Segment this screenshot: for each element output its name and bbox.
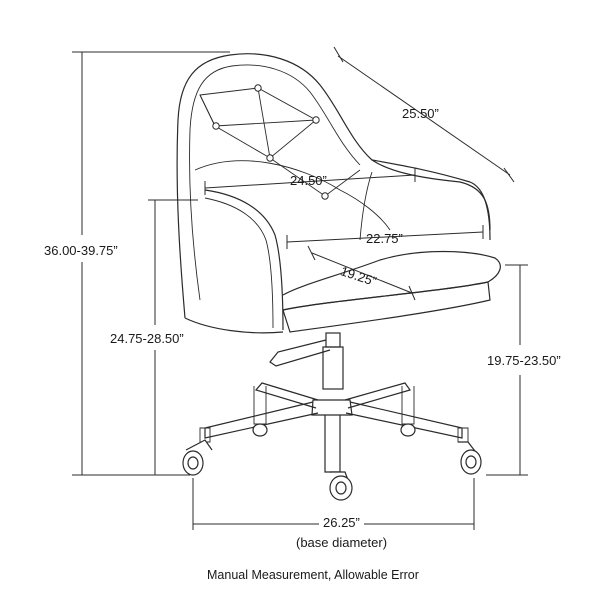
dim-seat-width <box>286 225 484 249</box>
dim-arm-height <box>148 199 198 475</box>
caster-back-right <box>400 423 416 437</box>
dim-outer-width <box>204 168 416 195</box>
right-arm-panel <box>371 159 491 241</box>
chair-back-shell <box>176 53 491 319</box>
seat-height-label: 19.75-23.50” <box>487 353 561 368</box>
right-arm-front <box>359 171 373 241</box>
tuft-button <box>266 154 274 162</box>
base-hub <box>311 399 353 416</box>
tuft-button <box>212 122 220 130</box>
overall-height-label: 36.00-39.75” <box>44 243 118 258</box>
tuft-button <box>312 116 320 124</box>
gas-cylinder <box>322 346 344 390</box>
caster-front <box>329 471 353 501</box>
measurement-footnote: Manual Measurement, Allowable Error <box>207 568 419 582</box>
gas-cylinder-cover <box>325 332 341 348</box>
base-diameter-label: 26.25” <box>319 516 364 529</box>
caster-back-left <box>252 423 268 437</box>
base-diameter-caption: (base diameter) <box>296 535 388 550</box>
dim-overall-height <box>72 51 230 476</box>
left-arm-inner <box>204 197 274 329</box>
dim-seat-depth <box>307 245 416 301</box>
seat-top <box>282 250 501 311</box>
tuft-button <box>321 192 329 200</box>
arm-height-label: 24.75-28.50” <box>110 331 184 346</box>
back-cushion-edge <box>194 160 391 231</box>
dim-seat-height <box>486 264 528 476</box>
tufting-buttons <box>212 84 329 200</box>
dim-overall-depth <box>333 46 515 183</box>
caster-right <box>458 441 482 475</box>
star-base <box>199 382 469 473</box>
base-leg-back-right <box>344 382 411 409</box>
chair-bottom <box>184 317 284 334</box>
left-arm-panel <box>204 189 284 331</box>
caster-left <box>182 439 213 476</box>
outer-width-label: 24.50” <box>290 173 327 188</box>
seat-width-label: 22.75” <box>366 231 403 246</box>
base-leg-front <box>324 415 341 473</box>
tuft-button <box>254 84 262 92</box>
height-lever <box>269 339 331 367</box>
casters <box>182 423 482 501</box>
dimension-lines <box>72 46 528 530</box>
chair-back-inner <box>189 64 361 301</box>
seat-front <box>282 281 491 333</box>
overall-depth-label: 25.50” <box>402 106 439 121</box>
base-leg-back-left <box>254 382 319 409</box>
